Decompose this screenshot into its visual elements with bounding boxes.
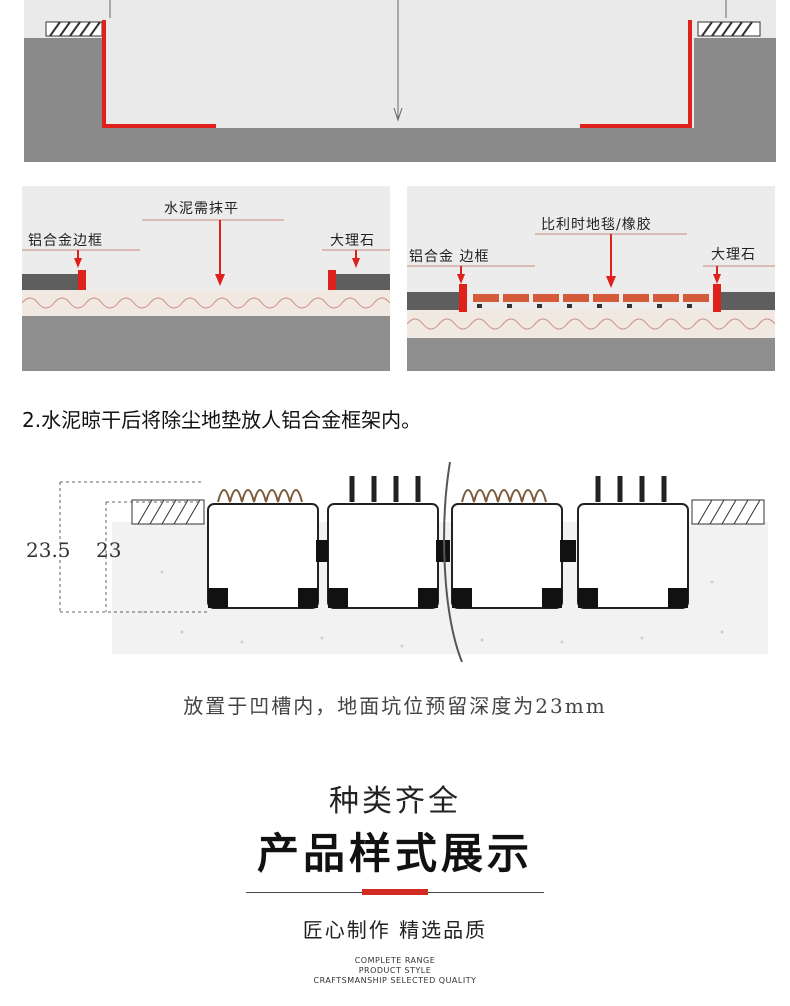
- diagram-right: 比利时地毯/橡胶 铝合金 边框 大理石: [406, 186, 776, 371]
- diagram-right-title: 比利时地毯/橡胶: [541, 217, 652, 233]
- promo-title: 产品样式展示: [256, 829, 533, 878]
- promo-divider-accent: [362, 889, 428, 895]
- diagram-left-marble-label: 大理石: [330, 233, 375, 249]
- top-diagram-graphic: [24, 0, 776, 162]
- diagram-right-graphic: [406, 186, 776, 371]
- promo-en-line-2: PRODUCT STYLE: [358, 966, 432, 975]
- diagram-left-graphic: [21, 186, 391, 371]
- cross-section-diagram: 23.5 23: [22, 461, 768, 663]
- step-instruction: 2.水泥晾干后将除尘地垫放人铝合金框架内。: [22, 408, 422, 432]
- cross-section-caption: 放置于凹槽内，地面坑位预留深度为23mm: [183, 694, 607, 718]
- promo-en-line-3: CRAFTSMANSHIP SELECTED QUALITY: [313, 976, 477, 985]
- diagram-right-frame-label: 铝合金 边框: [409, 249, 490, 265]
- top-diagram: [24, 0, 776, 162]
- diagram-left: 水泥需抹平 铝合金边框 大理石: [21, 186, 391, 371]
- promo-subtitle: 种类齐全: [329, 784, 461, 819]
- diagram-left-frame-label: 铝合金边框: [28, 233, 103, 249]
- diagram-right-marble-label: 大理石: [711, 247, 756, 263]
- diagram-left-title: 水泥需抹平: [164, 201, 239, 217]
- promo-tagline: 匠心制作 精选品质: [302, 918, 488, 942]
- dimension-outer: 23.5: [26, 538, 71, 562]
- promo-en-line-1: COMPLETE RANGE: [354, 956, 436, 965]
- cross-section-graphic: [59, 461, 768, 663]
- dimension-inner: 23: [96, 538, 122, 562]
